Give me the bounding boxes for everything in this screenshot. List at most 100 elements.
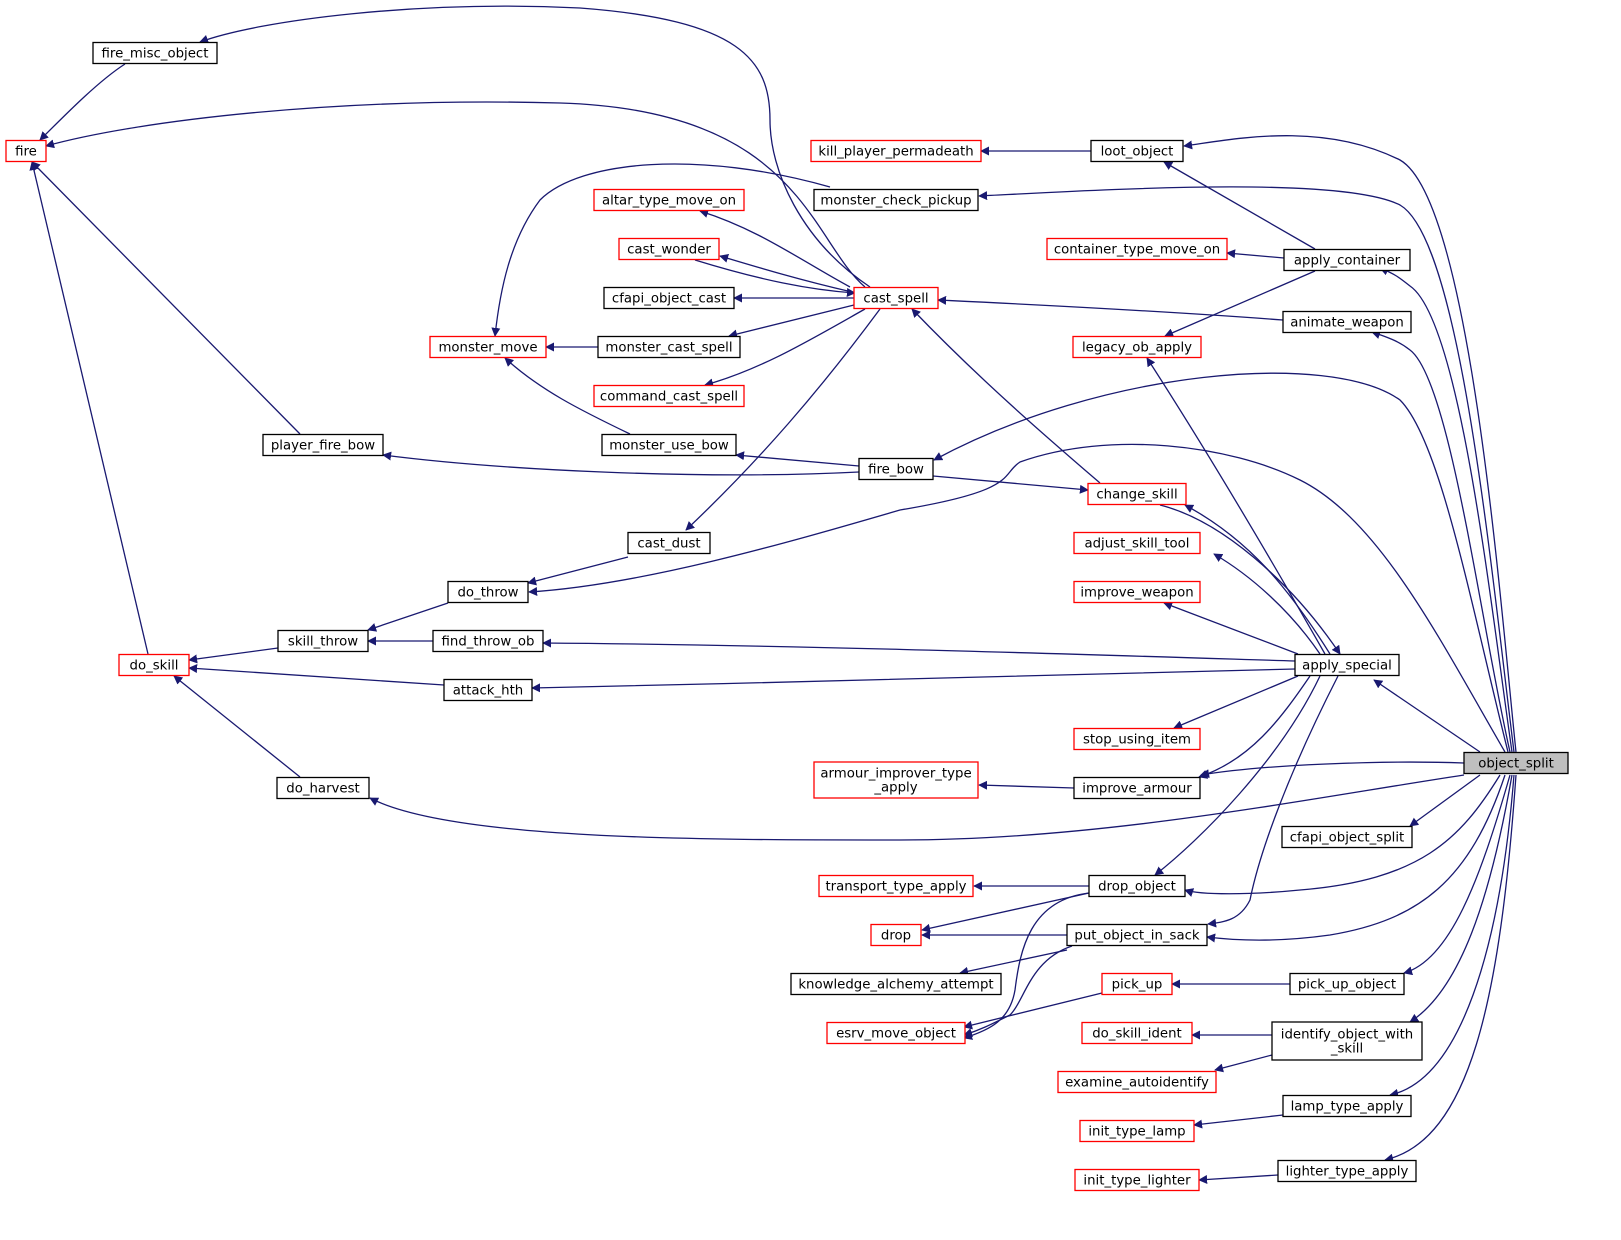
node-drop-object[interactable]: drop_object (1088, 874, 1186, 898)
node-armour-improver-type-apply[interactable]: armour_improver_type_apply (813, 761, 979, 799)
node-init-type-lighter[interactable]: init_type_lighter (1074, 1168, 1200, 1192)
edge-skill-throw-to-do-skill (188, 647, 279, 664)
node-lighter-type-apply[interactable]: lighter_type_apply (1277, 1159, 1417, 1183)
edge-identify-object-with-skill-to-examine-autoidentify (1214, 1054, 1273, 1073)
node-box (118, 653, 190, 677)
node-label: kill_player_permadeath (818, 145, 973, 160)
node-kill-player-permadeath[interactable]: kill_player_permadeath (810, 139, 982, 163)
node-monster-cast-spell[interactable]: monster_cast_spell (597, 335, 741, 359)
node-command-cast-spell[interactable]: command_cast_spell (593, 384, 745, 408)
edge-object-split-to-monster-check-pickup (978, 186, 1515, 753)
node-do-skill[interactable]: do_skill (118, 653, 190, 677)
edge-apply-container-to-loot-object (1163, 161, 1316, 250)
node-identify-object-with-skill[interactable]: identify_object_with_skill (1271, 1021, 1423, 1061)
node-box (813, 761, 979, 799)
node-box (618, 237, 720, 261)
edge-object-split-to-apply-special (1373, 679, 1481, 753)
node-put-object-in-sack[interactable]: put_object_in_sack (1066, 923, 1208, 947)
node-drop[interactable]: drop (870, 923, 922, 947)
node-cfapi-object-split[interactable]: cfapi_object_split (1281, 825, 1413, 849)
node-transport-type-apply[interactable]: transport_type_apply (818, 874, 974, 898)
edge-apply-special-to-adjust-skill-tool (1213, 553, 1321, 655)
node-apply-container[interactable]: apply_container (1283, 248, 1411, 272)
node-label: improve_armour (1082, 782, 1192, 797)
node-cast-wonder[interactable]: cast_wonder (618, 237, 720, 261)
node-box (1087, 482, 1187, 506)
node-box (858, 457, 934, 481)
node-label: do_throw (457, 586, 518, 601)
node-do-harvest[interactable]: do_harvest (276, 776, 370, 800)
node-cfapi-object-cast[interactable]: cfapi_object_cast (603, 286, 735, 310)
node-box (432, 629, 544, 653)
node-label: monster_cast_spell (605, 341, 732, 356)
node-fire-bow[interactable]: fire_bow (858, 457, 934, 481)
edge-animate-weapon-to-cast-spell (937, 295, 1284, 321)
node-fire-misc-object[interactable]: fire_misc_object (92, 41, 218, 65)
node-label: do_harvest (286, 782, 359, 797)
node-pick-up-object[interactable]: pick_up_object (1289, 972, 1405, 996)
node-init-type-lamp[interactable]: init_type_lamp (1079, 1119, 1195, 1143)
node-cast-dust[interactable]: cast_dust (627, 531, 711, 555)
node-label: adjust_skill_tool (1084, 537, 1189, 552)
node-object-split[interactable]: object_split (1463, 751, 1569, 775)
edge-apply-special-to-drop-object (1154, 675, 1321, 876)
node-animate-weapon[interactable]: animate_weapon (1282, 310, 1412, 334)
node-fire[interactable]: fire (5, 139, 47, 163)
edge-cast-spell-to-fire (45, 101, 866, 288)
node-monster-use-bow[interactable]: monster_use_bow (601, 433, 737, 457)
node-box (1294, 653, 1400, 677)
node-improve-weapon[interactable]: improve_weapon (1073, 580, 1201, 604)
node-box (826, 1021, 966, 1045)
node-label: do_skill_ident (1092, 1027, 1182, 1042)
node-label: cfapi_object_split (1290, 831, 1405, 846)
node-adjust-skill-tool[interactable]: adjust_skill_tool (1073, 531, 1201, 555)
edge-apply-special-to-stop-using-item (1173, 675, 1299, 730)
node-label: skill_throw (288, 635, 358, 650)
edges-layer (29, 5, 1517, 1184)
node-change-skill[interactable]: change_skill (1087, 482, 1187, 506)
node-player-fire-bow[interactable]: player_fire_bow (262, 433, 384, 457)
edge-apply-special-to-legacy-ob-apply (1146, 357, 1326, 655)
node-find-throw-ob[interactable]: find_throw_ob (432, 629, 544, 653)
node-box (429, 335, 547, 359)
node-loot-object[interactable]: loot_object (1090, 139, 1184, 163)
node-container-type-move-on[interactable]: container_type_move_on (1046, 237, 1228, 261)
node-examine-autoidentify[interactable]: examine_autoidentify (1057, 1070, 1217, 1094)
node-label: init_type_lighter (1083, 1174, 1191, 1189)
node-box (870, 923, 922, 947)
node-skill-throw[interactable]: skill_throw (277, 629, 369, 653)
node-esrv-move-object[interactable]: esrv_move_object (826, 1021, 966, 1045)
node-monster-check-pickup[interactable]: monster_check_pickup (813, 188, 979, 212)
node-box (1271, 1021, 1423, 1061)
edge-apply-special-to-improve-armour (1198, 675, 1311, 779)
node-box (813, 188, 979, 212)
edge-object-split-to-improve-armour (1200, 761, 1465, 779)
node-label: monster_move (438, 341, 537, 356)
node-improve-armour[interactable]: improve_armour (1073, 776, 1201, 800)
node-box (1282, 310, 1412, 334)
node-cast-spell[interactable]: cast_spell (853, 286, 939, 310)
node-box (1066, 923, 1208, 947)
node-knowledge-alchemy-attempt[interactable]: knowledge_alchemy_attempt (790, 972, 1002, 996)
node-pick-up[interactable]: pick_up (1101, 972, 1173, 996)
node-do-skill-ident[interactable]: do_skill_ident (1081, 1021, 1193, 1045)
edge-put-object-in-sack-to-esrv-move-object (963, 945, 1073, 1037)
node-do-throw[interactable]: do_throw (447, 580, 529, 604)
node-box (92, 41, 218, 65)
node-stop-using-item[interactable]: stop_using_item (1073, 727, 1201, 751)
node-attack-hth[interactable]: attack_hth (443, 678, 533, 702)
node-box (1282, 1094, 1412, 1118)
edge-attack-hth-to-do-skill (188, 664, 445, 686)
node-label: cfapi_object_cast (612, 292, 726, 307)
node-lamp-type-apply[interactable]: lamp_type_apply (1282, 1094, 1412, 1118)
node-monster-move[interactable]: monster_move (429, 335, 547, 359)
edge-object-split-to-lamp-type-apply (1389, 774, 1515, 1098)
edge-apply-container-to-container-type-move-on (1226, 249, 1285, 259)
edge-fire-bow-to-change-skill (932, 475, 1089, 494)
edge-object-split-to-fire-bow (933, 372, 1509, 753)
node-apply-special[interactable]: apply_special (1294, 653, 1400, 677)
node-label: drop (881, 929, 911, 944)
edge-object-split-to-identify-object-with-skill (1409, 774, 1513, 1023)
node-legacy-ob-apply[interactable]: legacy_ob_apply (1072, 335, 1202, 359)
node-altar-type-move-on[interactable]: altar_type_move_on (593, 188, 745, 212)
